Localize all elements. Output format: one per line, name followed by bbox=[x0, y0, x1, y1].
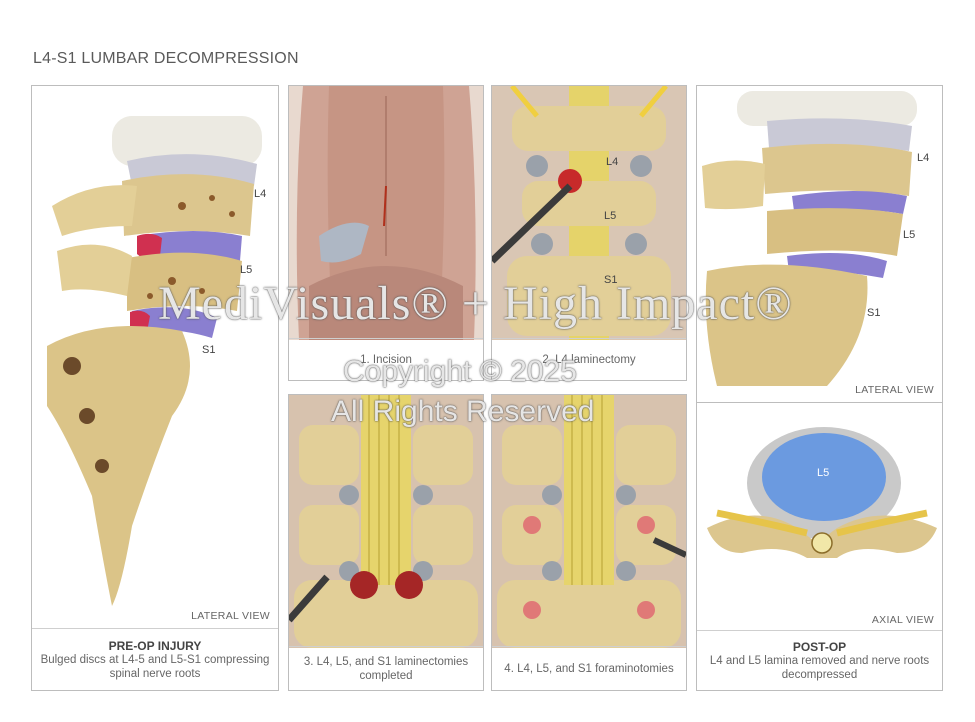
step2-caption-text: 2. L4 laminectomy bbox=[542, 353, 636, 366]
preop-heading: PRE-OP INJURY bbox=[108, 638, 202, 653]
step4-caption: 4. L4, L5, and S1 foraminotomies bbox=[492, 646, 686, 690]
postop-heading: POST-OP bbox=[792, 639, 847, 654]
preop-level-l4: L4 bbox=[254, 188, 267, 200]
preop-caption-text: Bulged discs at L4-5 and L5-S1 compressi… bbox=[40, 653, 270, 680]
postop-lateral-illustration: L4 L5 S1 LATERAL VIEW bbox=[697, 86, 942, 402]
preop-level-l5: L5 bbox=[240, 264, 253, 276]
step3-caption-text: 3. L4, L5, and S1 laminectomies complete… bbox=[303, 655, 469, 682]
preop-view-label: LATERAL VIEW bbox=[191, 610, 270, 622]
postop-axial-view-label: AXIAL VIEW bbox=[871, 614, 934, 626]
step2-level-l4: L4 bbox=[606, 156, 619, 168]
postop-level-l4: L4 bbox=[917, 152, 930, 164]
preop-panel: L4 L5 S1 LATERAL VIEW PRE-OP INJURY Bulg… bbox=[31, 85, 279, 691]
postop-axial-illustration: L5 AXIAL VIEW bbox=[697, 403, 942, 630]
step1-caption: 1. Incision bbox=[289, 338, 483, 380]
postop-lateral-panel: L4 L5 S1 LATERAL VIEW bbox=[696, 85, 943, 403]
preop-illustration: L4 L5 S1 LATERAL VIEW bbox=[32, 86, 278, 628]
step1-panel: 1. Incision bbox=[288, 85, 484, 381]
step3-panel: 3. L4, L5, and S1 laminectomies complete… bbox=[288, 394, 484, 691]
page-title: L4-S1 LUMBAR DECOMPRESSION bbox=[33, 50, 299, 67]
step4-caption-text: 4. L4, L5, and S1 foraminotomies bbox=[504, 662, 674, 675]
preop-level-s1: S1 bbox=[202, 344, 216, 356]
postop-level-s1: S1 bbox=[867, 307, 881, 319]
step2-panel: L4 L5 S1 2. L4 laminectomy bbox=[491, 85, 687, 381]
step3-illustration bbox=[289, 395, 483, 648]
postop-lateral-view-label: LATERAL VIEW bbox=[855, 384, 934, 396]
step4-illustration bbox=[492, 395, 686, 648]
step4-panel: 4. L4, L5, and S1 foraminotomies bbox=[491, 394, 687, 691]
step1-caption-text: 1. Incision bbox=[360, 353, 412, 366]
postop-caption: POST-OP L4 and L5 lamina removed and ner… bbox=[697, 630, 942, 690]
step2-level-l5: L5 bbox=[604, 210, 617, 222]
postop-axial-level: L5 bbox=[817, 467, 830, 479]
preop-caption: PRE-OP INJURY Bulged discs at L4-5 and L… bbox=[32, 628, 278, 690]
step2-caption: 2. L4 laminectomy bbox=[492, 338, 686, 380]
postop-axial-panel: L5 AXIAL VIEW POST-OP L4 and L5 lamina r… bbox=[696, 402, 943, 691]
step1-illustration bbox=[289, 86, 483, 340]
step2-illustration: L4 L5 S1 bbox=[492, 86, 686, 340]
step2-level-s1: S1 bbox=[604, 274, 618, 286]
postop-level-l5: L5 bbox=[903, 229, 916, 241]
step3-caption: 3. L4, L5, and S1 laminectomies complete… bbox=[289, 646, 483, 690]
postop-caption-text: L4 and L5 lamina removed and nerve roots… bbox=[709, 654, 930, 681]
